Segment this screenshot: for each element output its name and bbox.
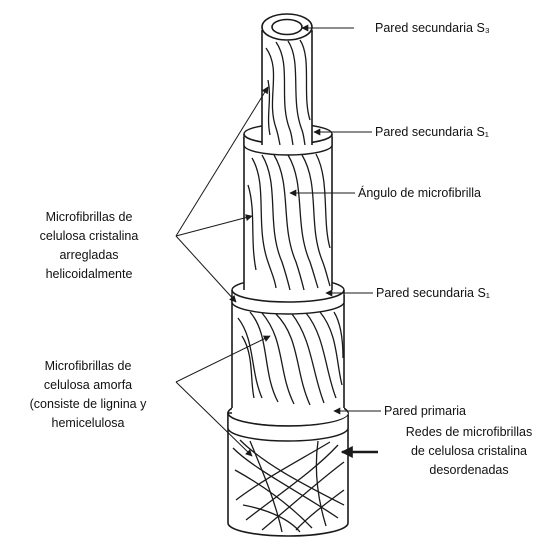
label-network-line-2: de celulosa cristalina <box>386 442 552 461</box>
label-amorphous-microfibrils: Microfibrillas de celulosa amorfa (consi… <box>2 357 174 433</box>
label-network-line-3: desordenadas <box>386 461 552 480</box>
label-s1-lower: Pared secundaria S₁ <box>376 284 490 303</box>
label-microfibril-angle: Ángulo de microfibrilla <box>358 184 481 203</box>
s1-lower-cylinder <box>232 278 348 425</box>
label-primary-wall: Pared primaria <box>384 402 466 421</box>
s2-cylinder <box>244 124 332 292</box>
label-helical-line-1: Microfibrillas de <box>6 208 172 227</box>
label-amorphous-line-2: celulosa amorfa <box>2 376 174 395</box>
label-amorphous-line-4: hemicelulosa <box>2 414 174 433</box>
helical-leader-line-2 <box>176 216 252 236</box>
label-helical-microfibrils: Microfibrillas de celulosa cristalina ar… <box>6 208 172 284</box>
helical-leader-line-3 <box>176 236 236 302</box>
label-s1-upper: Pared secundaria S₁ <box>375 123 489 142</box>
label-helical-line-3: arregladas <box>6 246 172 265</box>
label-disordered-network: Redes de microfibrillas de celulosa cris… <box>386 423 552 480</box>
label-helical-line-4: helicoidalmente <box>6 265 172 284</box>
s3-tube <box>262 14 312 145</box>
label-network-line-1: Redes de microfibrillas <box>386 423 552 442</box>
label-amorphous-line-1: Microfibrillas de <box>2 357 174 376</box>
label-helical-line-2: celulosa cristalina <box>6 227 172 246</box>
label-amorphous-line-3: (consiste de lignina y <box>2 395 174 414</box>
label-s3: Pared secundaria S₃ <box>375 19 490 38</box>
